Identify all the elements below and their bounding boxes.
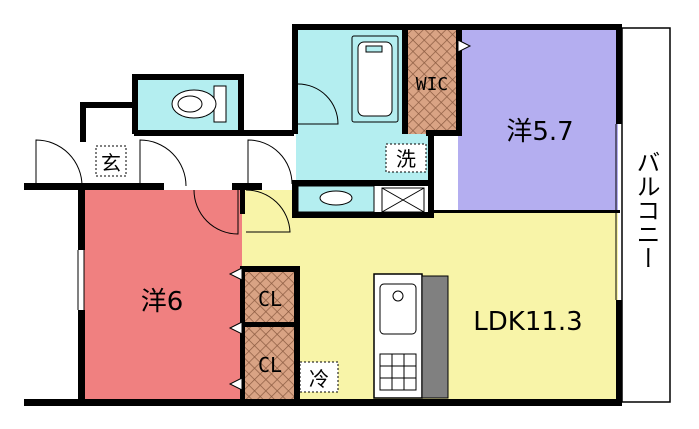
room-label-entrance: 玄 xyxy=(101,151,121,175)
room-label-ldk: LDK11.3 xyxy=(473,307,582,337)
room-label-western-small: 洋6 xyxy=(141,287,184,317)
room-label-closet-upper: CL xyxy=(258,287,282,311)
room-label-laundry: 洗 xyxy=(396,147,416,171)
toilet-icon xyxy=(171,85,227,123)
room-label-closet-lower: CL xyxy=(258,353,282,377)
room-label-wic: WIC xyxy=(416,74,449,95)
room-wic xyxy=(406,28,458,134)
balcony-area xyxy=(621,27,671,403)
closet-lower xyxy=(242,326,298,402)
room-western-small xyxy=(84,190,242,402)
label-boxes xyxy=(95,143,427,393)
walls xyxy=(24,24,622,406)
closet-upper xyxy=(242,268,298,324)
washbasin-icon xyxy=(297,185,375,213)
room-label-western-large: 洋5.7 xyxy=(506,117,573,147)
room-label-fridge: 冷 xyxy=(309,367,329,391)
sink-icon xyxy=(379,283,417,335)
room-label-balcony: バルコニー xyxy=(632,150,660,270)
door-markers xyxy=(228,39,472,391)
stove-icon xyxy=(379,353,417,391)
bathtub-icon xyxy=(351,35,399,123)
door-swings xyxy=(35,83,339,235)
room-western-large xyxy=(458,28,618,214)
washing-machine-pan-icon xyxy=(381,187,425,213)
